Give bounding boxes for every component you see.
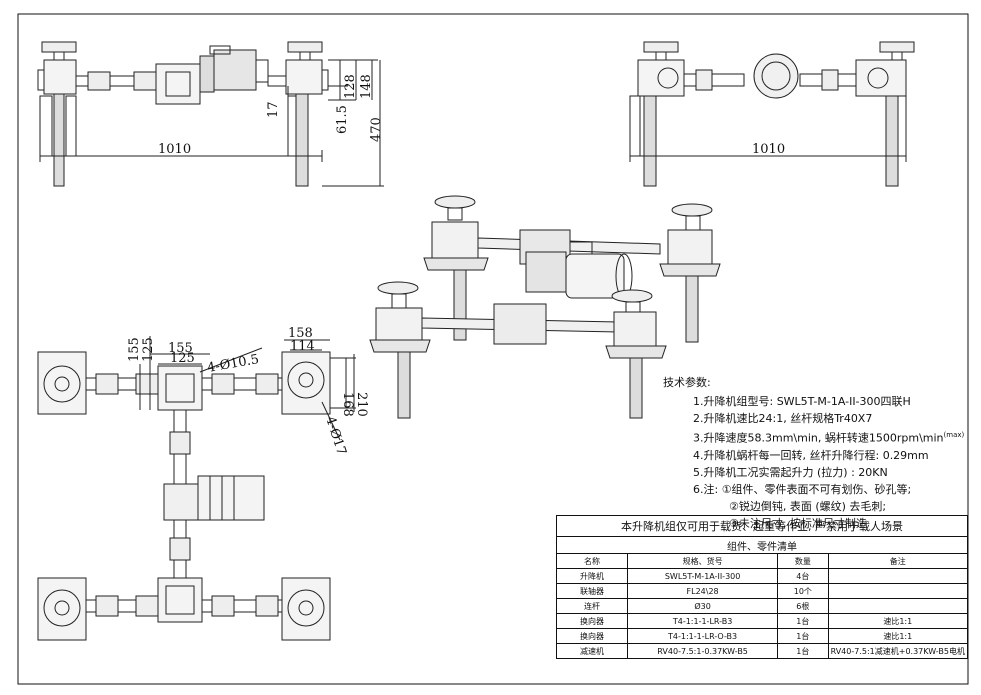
note-3-text: 3.升降速度58.3mm\min, 蜗杆转速1500rpm\min (693, 431, 944, 445)
cell-remark (827, 583, 969, 599)
cell-name: 换向器 (555, 628, 629, 644)
table-row: 联轴器 FL24\28 10个 (555, 583, 969, 599)
cell-spec: T4-1:1-1-LR-O-B3 (627, 628, 779, 644)
dim-168: 168 (340, 392, 355, 417)
table-caption: 组件、零件清单 (556, 536, 968, 554)
note-6: 6.注: ①组件、零件表面不可有划伤、砂孔等; (693, 482, 912, 496)
dim-1010-right: 1010 (752, 142, 785, 157)
dim-125-vertical: 125 (141, 337, 156, 362)
drawing-frame (17, 13, 969, 685)
cell-remark (827, 568, 969, 584)
dim-17: 17 (266, 101, 281, 118)
cell-spec: T4-1:1-1-LR-B3 (627, 613, 779, 629)
table-header-row: 名称 规格、货号 数量 备注 (555, 553, 969, 569)
front-view-left (37, 41, 384, 187)
col-header-name: 名称 (555, 553, 629, 569)
note-2: 2.升降机速比24:1, 丝杆规格Tr40X7 (693, 412, 873, 425)
cell-remark: RV40-7.5:1减速机+0.37KW-B5电机 (827, 643, 969, 659)
table-row: 升降机 SWL5T-M-1A-II-300 4台 (555, 568, 969, 584)
cell-qty: 1台 (777, 613, 829, 629)
cell-name: 连杆 (555, 598, 629, 614)
col-header-remark: 备注 (827, 553, 969, 569)
cell-spec: SWL5T-M-1A-II-300 (627, 568, 779, 584)
cell-name: 联轴器 (555, 583, 629, 599)
plan-view (37, 336, 356, 641)
cell-spec: FL24\28 (627, 583, 779, 599)
dim-114: 114 (290, 339, 315, 354)
technical-notes: 技术参数: 1.升降机组型号: SWL5T-M-1A-II-300四联H 2.升… (663, 374, 973, 532)
dim-1010-left: 1010 (158, 142, 191, 157)
note-3: 3.升降速度58.3mm\min, 蜗杆转速1500rpm\min(max) (663, 427, 973, 447)
dim-148: 148 (359, 74, 374, 99)
dim-128: 128 (343, 74, 358, 99)
note-7: ②锐边倒钝, 表面 (螺纹) 去毛刺; (729, 499, 887, 513)
table-row: 换向器 T4-1:1-1-LR-O-B3 1台 速比1:1 (555, 628, 969, 644)
col-header-qty: 数量 (777, 553, 829, 569)
cell-name: 减速机 (555, 643, 629, 659)
dim-210: 210 (354, 392, 369, 417)
note-1: 1.升降机组型号: SWL5T-M-1A-II-300四联H (693, 395, 911, 408)
safety-warning: 本升降机组仅可用于载货、起重等作业, 严禁用于载人场景 (556, 515, 968, 537)
dim-155-horizontal: 155 (168, 341, 193, 356)
cell-qty: 10个 (777, 583, 829, 599)
cell-name: 换向器 (555, 613, 629, 629)
cell-name: 升降机 (555, 568, 629, 584)
dim-hole-4-10-5: 4-Ø10.5 (206, 352, 260, 376)
dim-470: 470 (369, 117, 384, 142)
table-row: 减速机 RV40-7.5:1-0.37KW-B5 1台 RV40-7.5:1减速… (555, 643, 969, 659)
parts-list-table: 本升降机组仅可用于载货、起重等作业, 严禁用于载人场景 组件、零件清单 名称 规… (555, 515, 969, 659)
cell-spec: RV40-7.5:1-0.37KW-B5 (627, 643, 779, 659)
cell-remark (827, 598, 969, 614)
dim-hole-4-17: 4-Ø17 (322, 415, 349, 458)
isometric-view (369, 195, 721, 419)
note-3-sup: (max) (943, 431, 965, 439)
dim-125-horizontal: 125 (170, 351, 195, 366)
col-header-spec: 规格、货号 (627, 553, 779, 569)
table-row: 连杆 Ø30 6根 (555, 598, 969, 614)
cell-remark: 速比1:1 (827, 613, 969, 629)
dim-155-vertical: 155 (127, 337, 142, 362)
front-view-right (629, 41, 915, 187)
note-5: 5.升降机工况实需起升力 (拉力) : 20KN (693, 465, 888, 479)
cell-qty: 6根 (777, 598, 829, 614)
cell-qty: 1台 (777, 643, 829, 659)
dim-158: 158 (288, 326, 313, 341)
note-4: 4.升降机蜗杆每一回转, 丝杆升降行程: 0.29mm (693, 448, 929, 462)
cell-qty: 1台 (777, 628, 829, 644)
cell-qty: 4台 (777, 568, 829, 584)
dim-61-5: 61.5 (335, 105, 350, 134)
cell-spec: Ø30 (627, 598, 779, 614)
cell-remark: 速比1:1 (827, 628, 969, 644)
notes-heading: 技术参数: (663, 376, 711, 389)
table-row: 换向器 T4-1:1-1-LR-B3 1台 速比1:1 (555, 613, 969, 629)
